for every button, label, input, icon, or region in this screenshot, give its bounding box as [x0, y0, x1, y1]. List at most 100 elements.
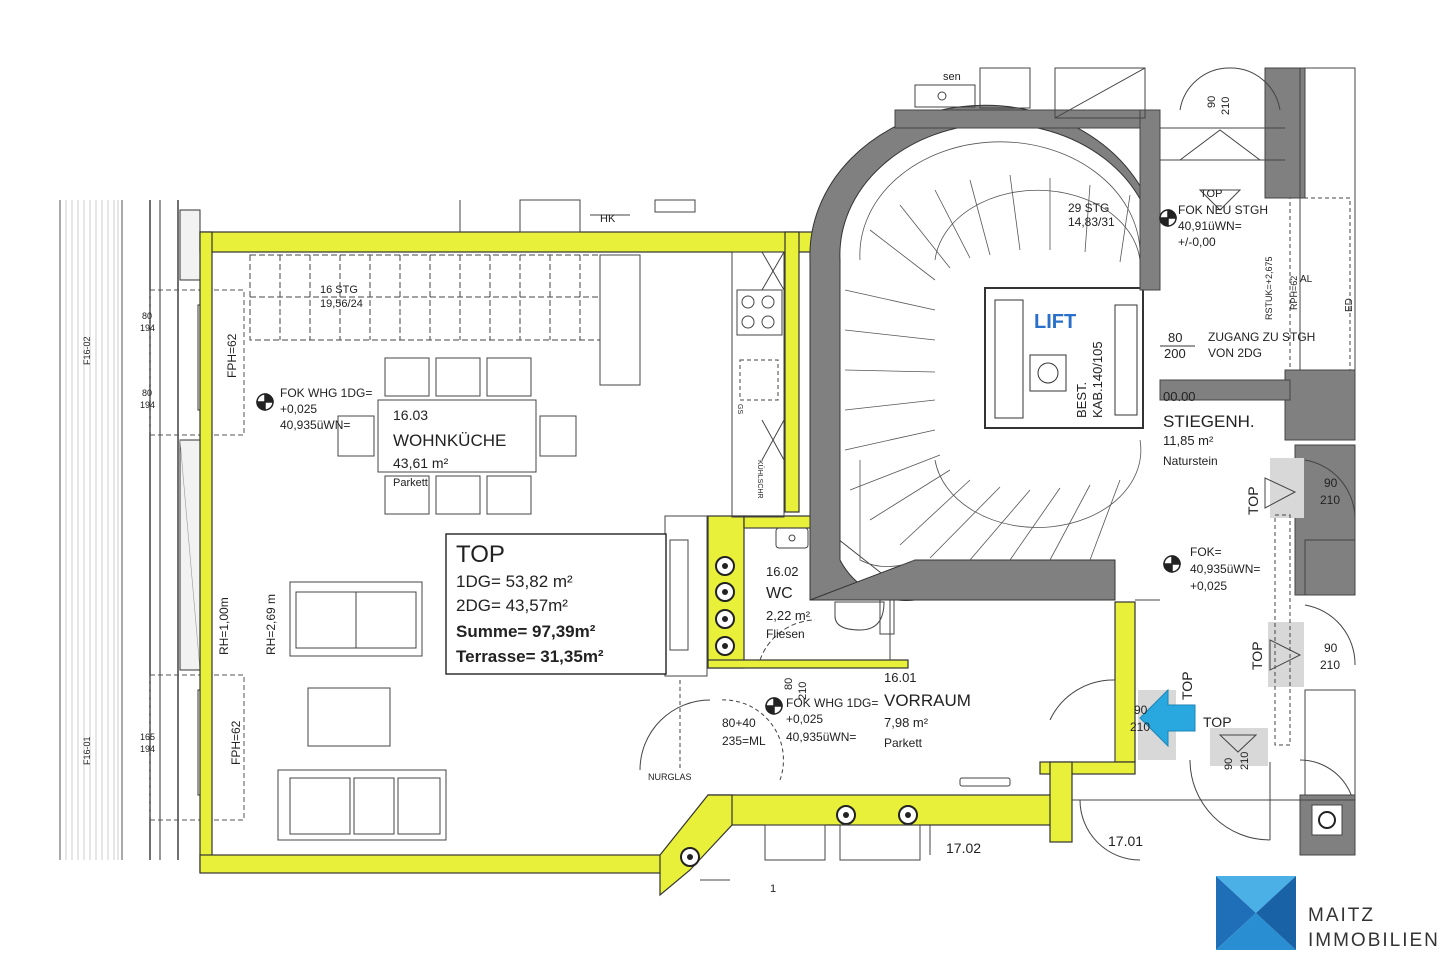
- top-label-c: TOP: [1249, 641, 1265, 670]
- vorraum-fok-2: +0,025: [786, 712, 823, 726]
- door-b-width: 90: [1324, 476, 1338, 490]
- room-labels: 16.03 WOHNKÜCHE 43,61 m² Parkett FOK WHG…: [280, 386, 1255, 750]
- fridge-label: KÜHLSCHR: [756, 460, 764, 499]
- glass-door-label: NURGLAS: [648, 772, 692, 782]
- summary-text: TOP 1DG= 53,82 m² 2DG= 43,57m² Summe= 97…: [456, 541, 604, 666]
- fok-right-2: 40,935üWN=: [1190, 562, 1260, 576]
- fok-neu-3: +/-0,00: [1178, 235, 1216, 249]
- wc-number: 16.02: [766, 564, 799, 579]
- zugang-1: ZUGANG ZU STGH: [1208, 330, 1315, 344]
- summary-line-2dg: 2DG= 43,57m²: [456, 596, 568, 615]
- summary-sum: Summe= 97,39m²: [456, 622, 596, 641]
- window-a-height: 194: [140, 323, 155, 333]
- rph-label: RPH=62: [1289, 276, 1299, 310]
- dining-table: [337, 357, 577, 515]
- top-label-d: TOP: [1179, 671, 1195, 700]
- internal-stairs: [249, 254, 601, 341]
- wc-door-width: 80: [783, 678, 795, 690]
- stiegenhaus-name: STIEGENH.: [1163, 412, 1255, 431]
- vorraum-fok-1: FOK WHG 1DG=: [786, 696, 878, 710]
- lift-door-200: 200: [1164, 346, 1186, 361]
- facade-wall-left: [149, 200, 201, 860]
- stiegenhaus-area: 11,85 m²: [1163, 433, 1214, 448]
- wc-name: WC: [766, 585, 793, 602]
- wc-door-swing: [759, 619, 816, 661]
- wohnkueche-floor: Parkett: [393, 477, 428, 489]
- door-e-width: 90: [1223, 758, 1235, 770]
- window-f16-02: F16-02: [82, 336, 92, 365]
- lift-cabin: KAB.140/105: [1090, 341, 1105, 418]
- railing-height: RH=1,00m: [217, 597, 231, 655]
- al-label: AL: [1300, 274, 1313, 285]
- fok-right-1: FOK=: [1190, 545, 1222, 559]
- lift-shaft: [984, 287, 1144, 429]
- neighbour-area-bottom: [700, 799, 1355, 881]
- wohnkueche-fok-1: FOK WHG 1DG=: [280, 386, 372, 400]
- vorraum-area: 7,98 m²: [884, 715, 929, 730]
- door-e-height: 210: [1239, 752, 1251, 770]
- inner-stairs-ratio: 19,56/24: [320, 298, 363, 310]
- wc-floor: Fliesen: [766, 627, 805, 641]
- window-c-height: 194: [140, 744, 155, 754]
- plan-annotations: 16 STG 19,56/24 29 STG 14,83/31 FOK NEU …: [82, 71, 1355, 895]
- window-a-width: 80: [142, 311, 152, 321]
- wc-area: 2,22 m²: [766, 608, 811, 623]
- summary-box: [445, 533, 667, 675]
- fok-right-3: +0,025: [1190, 579, 1227, 593]
- fph-bottom: FPH=62: [229, 720, 243, 765]
- main-stairs-count: 29 STG: [1068, 201, 1109, 215]
- vorraum-fok-3: 40,935üWN=: [786, 730, 856, 744]
- lift-best: BEST.: [1074, 382, 1089, 418]
- door-b-height: 210: [1320, 493, 1340, 507]
- fliesen-fragment: sen: [943, 71, 961, 83]
- kitchen-counter: [731, 251, 785, 518]
- top-label-a: TOP: [1200, 188, 1222, 200]
- window-b-height: 194: [140, 400, 155, 410]
- entry-door-ml: 235=ML: [722, 734, 766, 748]
- top-label-e: TOP: [1203, 714, 1232, 730]
- wohnkueche-area: 43,61 m²: [393, 455, 449, 471]
- fph-top: FPH=62: [225, 333, 239, 378]
- main-stairs-ratio: 14,83/31: [1068, 215, 1115, 229]
- lift-label: LIFT: [1034, 311, 1076, 333]
- vorraum-floor: Parkett: [884, 736, 923, 750]
- summary-line-1dg: 1DG= 53,82 m²: [456, 572, 573, 591]
- vorraum-name: VORRAUM: [884, 691, 971, 710]
- wc-door-height: 210: [797, 682, 809, 700]
- stiegenhaus-number: 00.00: [1163, 389, 1196, 404]
- door-c-width: 90: [1324, 641, 1338, 655]
- door-d-height: 210: [1130, 720, 1150, 734]
- summary-terrace: Terrasse= 31,35m²: [456, 647, 604, 666]
- vorraum-doors: [639, 679, 1116, 787]
- window-f16-01: F16-01: [82, 736, 92, 765]
- door-a-height: 210: [1220, 97, 1232, 115]
- rstuk-label: RSTUK=+2,675: [1264, 256, 1274, 320]
- neighbour-area-top: [459, 67, 1356, 441]
- stiegenhaus-floor: Naturstein: [1163, 454, 1218, 468]
- fok-neu-1: FOK NEU STGH: [1178, 203, 1268, 217]
- wohnkueche-fok-3: 40,935üWN=: [280, 418, 350, 432]
- main-staircase: [809, 104, 1156, 601]
- vorraum-number: 16.01: [884, 670, 917, 685]
- right-corridor: [1135, 379, 1356, 856]
- summary-title: TOP: [456, 541, 505, 568]
- number-one: 1: [770, 883, 776, 895]
- top-label-f: TOP: [1208, 191, 1210, 193]
- room-17-02: 17.02: [946, 840, 981, 856]
- room-17-01: 17.01: [1108, 833, 1143, 849]
- maitz-logo-icon: [1216, 876, 1296, 950]
- ed-label: ED: [1344, 298, 1355, 312]
- logo-line-2: IMMOBILIEN: [1308, 930, 1440, 951]
- window-c-width: 165: [140, 732, 155, 742]
- window-b-width: 80: [142, 388, 152, 398]
- zugang-2: VON 2DG: [1208, 346, 1262, 360]
- terrace-railing: [59, 200, 123, 860]
- wohnkueche-fok-2: +0,025: [280, 402, 317, 416]
- door-c-height: 210: [1320, 658, 1340, 672]
- inner-stairs-count: 16 STG: [320, 284, 358, 296]
- door-a-width: 90: [1206, 96, 1218, 108]
- logo-line-1: MAITZ: [1308, 905, 1375, 926]
- entrance-arrow: [1139, 688, 1196, 748]
- living-furniture: [277, 515, 708, 841]
